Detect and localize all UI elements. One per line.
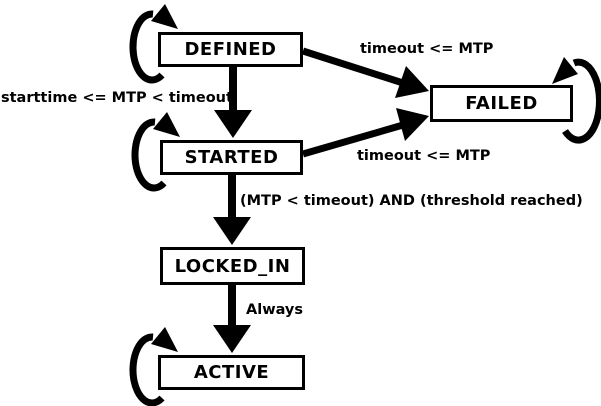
edge-label-started-failed: timeout <= MTP	[357, 148, 491, 164]
self-loop-active-arrowhead-icon	[151, 327, 178, 352]
edge-label-started-lockedin: (MTP < timeout) AND (threshold reached)	[240, 193, 583, 209]
edge-defined-started-arrowhead-icon	[214, 110, 252, 138]
edge-started-lockedin-arrowhead-icon	[213, 217, 251, 245]
edge-label-lockedin-active: Always	[246, 302, 304, 318]
self-loop-defined-arrowhead-icon	[151, 4, 178, 29]
state-failed: FAILED	[430, 85, 573, 122]
state-defined: DEFINED	[158, 32, 303, 67]
state-locked-in: LOCKED_IN	[160, 247, 305, 285]
self-loop-started-arrowhead-icon	[153, 112, 180, 137]
edge-started-failed-arrowhead-icon	[396, 108, 429, 141]
state-active: ACTIVE	[158, 355, 305, 390]
edge-label-defined-started: starttime <= MTP < timeout	[1, 90, 233, 106]
self-loop-defined	[129, 10, 165, 84]
self-loop-active	[129, 333, 165, 406]
self-loop-failed-arrowhead-icon	[552, 57, 578, 84]
edge-label-defined-failed: timeout <= MTP	[360, 41, 494, 57]
edge-lockedin-active-arrowhead-icon	[213, 325, 251, 353]
edge-started-failed	[302, 121, 404, 158]
state-started: STARTED	[160, 140, 303, 175]
edge-defined-failed-arrowhead-icon	[395, 66, 429, 98]
edge-defined-failed	[301, 47, 405, 87]
self-loop-failed	[562, 58, 601, 144]
self-loop-started	[131, 118, 167, 192]
